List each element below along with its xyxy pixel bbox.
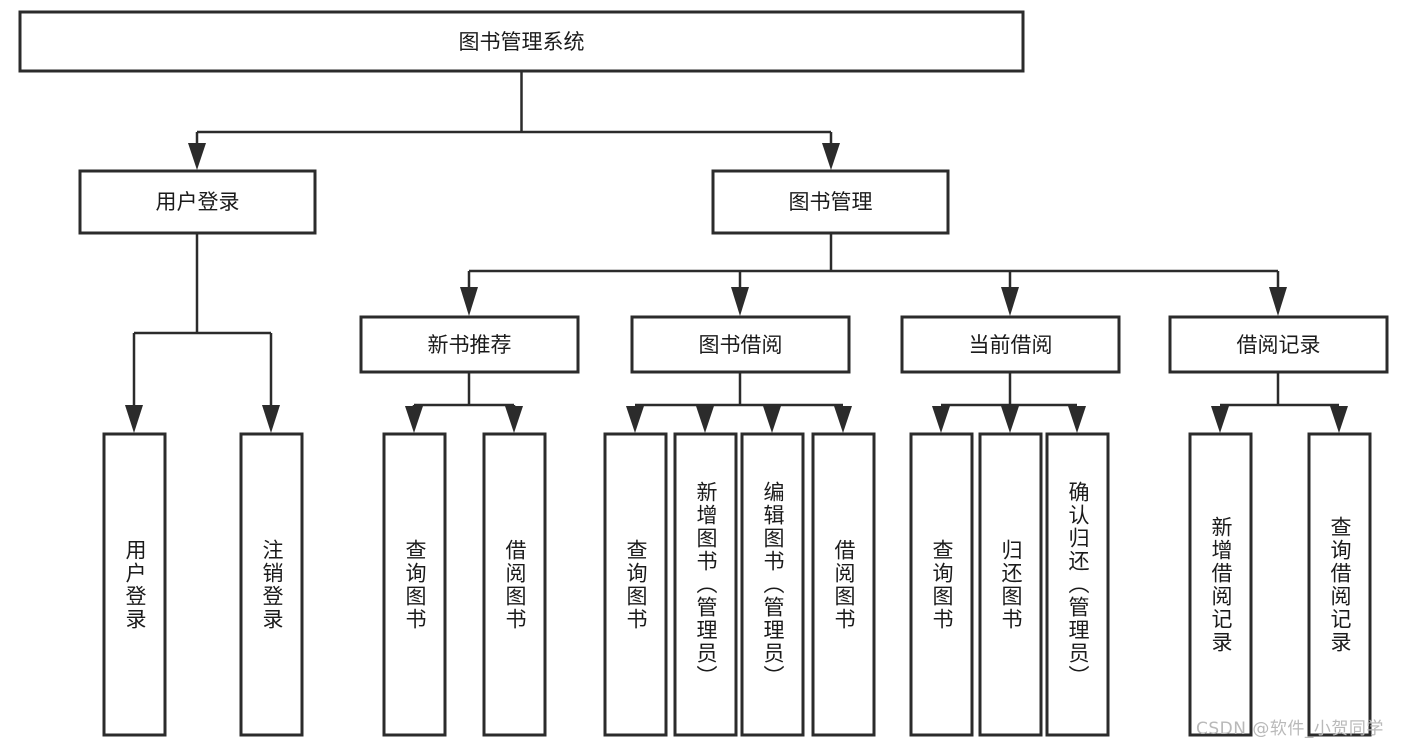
node-leaf-record-2[interactable]	[1307, 432, 1372, 737]
node-current-borrow[interactable]	[900, 315, 1121, 374]
node-user-login-label: 用户登录	[156, 190, 240, 214]
arrow-icon-recommend-leaf-2	[505, 406, 523, 433]
node-book-borrow[interactable]	[630, 315, 851, 374]
arrow-icon-borrow	[731, 287, 749, 316]
node-book-manage-label: 图书管理	[789, 190, 873, 214]
node-leaf-current-2[interactable]	[978, 432, 1043, 737]
arrow-icon-borrow-leaf-4	[834, 406, 852, 433]
node-leaf-borrow-4[interactable]	[811, 432, 876, 737]
node-layer	[18, 10, 1389, 737]
node-leaf-record-1[interactable]	[1188, 432, 1253, 737]
arrow-icon-leaf-userlogin-1	[125, 405, 143, 433]
node-user-login[interactable]	[78, 169, 317, 235]
node-borrow-record[interactable]	[1168, 315, 1389, 374]
watermark-text: CSDN @软件_小贺同学	[1196, 719, 1384, 739]
arrow-icon-record-leaf-2	[1330, 406, 1348, 433]
node-root-label: 图书管理系统	[459, 30, 585, 54]
node-leaf-borrow-2[interactable]	[673, 432, 738, 737]
label-layer: 图书管理系统 用户登录 图书管理 新书推荐 图书借阅 当前借阅 借阅记录	[156, 30, 1321, 357]
node-leaf-recommend-2[interactable]	[482, 432, 547, 737]
arrow-icon-borrow-leaf-3	[763, 406, 781, 433]
node-leaf-user-login-2[interactable]	[239, 432, 304, 737]
node-leaf-recommend-1[interactable]	[382, 432, 447, 737]
connector-layer	[125, 71, 1348, 433]
node-new-book-recommend[interactable]	[359, 315, 580, 374]
node-leaf-user-login-1[interactable]	[102, 432, 167, 737]
node-leaf-borrow-3[interactable]	[740, 432, 805, 737]
arrow-icon-recommend	[460, 287, 478, 316]
arrow-icon-record	[1269, 287, 1287, 316]
node-leaf-current-1[interactable]	[909, 432, 974, 737]
arrow-icon-record-leaf-1	[1211, 406, 1229, 433]
arrow-icon-leaf-userlogin-2	[262, 405, 280, 433]
arrow-icon-borrow-leaf-2	[696, 406, 714, 433]
node-book-manage[interactable]	[711, 169, 950, 235]
arrow-icon-recommend-leaf-1	[405, 406, 423, 433]
node-leaf-current-3[interactable]	[1045, 432, 1110, 737]
arrow-icon-borrow-leaf-1	[626, 406, 644, 433]
node-current-borrow-label: 当前借阅	[969, 333, 1053, 357]
arrow-icon-current-leaf-2	[1001, 406, 1019, 433]
arrow-icon-current-leaf-3	[1068, 406, 1086, 433]
node-leaf-borrow-1[interactable]	[603, 432, 668, 737]
arrow-icon-current	[1001, 287, 1019, 316]
arrow-icon-userlogin	[188, 143, 206, 170]
node-borrow-record-label: 借阅记录	[1237, 333, 1321, 357]
arrow-icon-current-leaf-1	[932, 406, 950, 433]
node-new-book-recommend-label: 新书推荐	[428, 333, 512, 357]
node-book-borrow-label: 图书借阅	[699, 333, 783, 357]
arrow-icon-bookmanage	[822, 143, 840, 170]
node-root[interactable]	[18, 10, 1025, 73]
